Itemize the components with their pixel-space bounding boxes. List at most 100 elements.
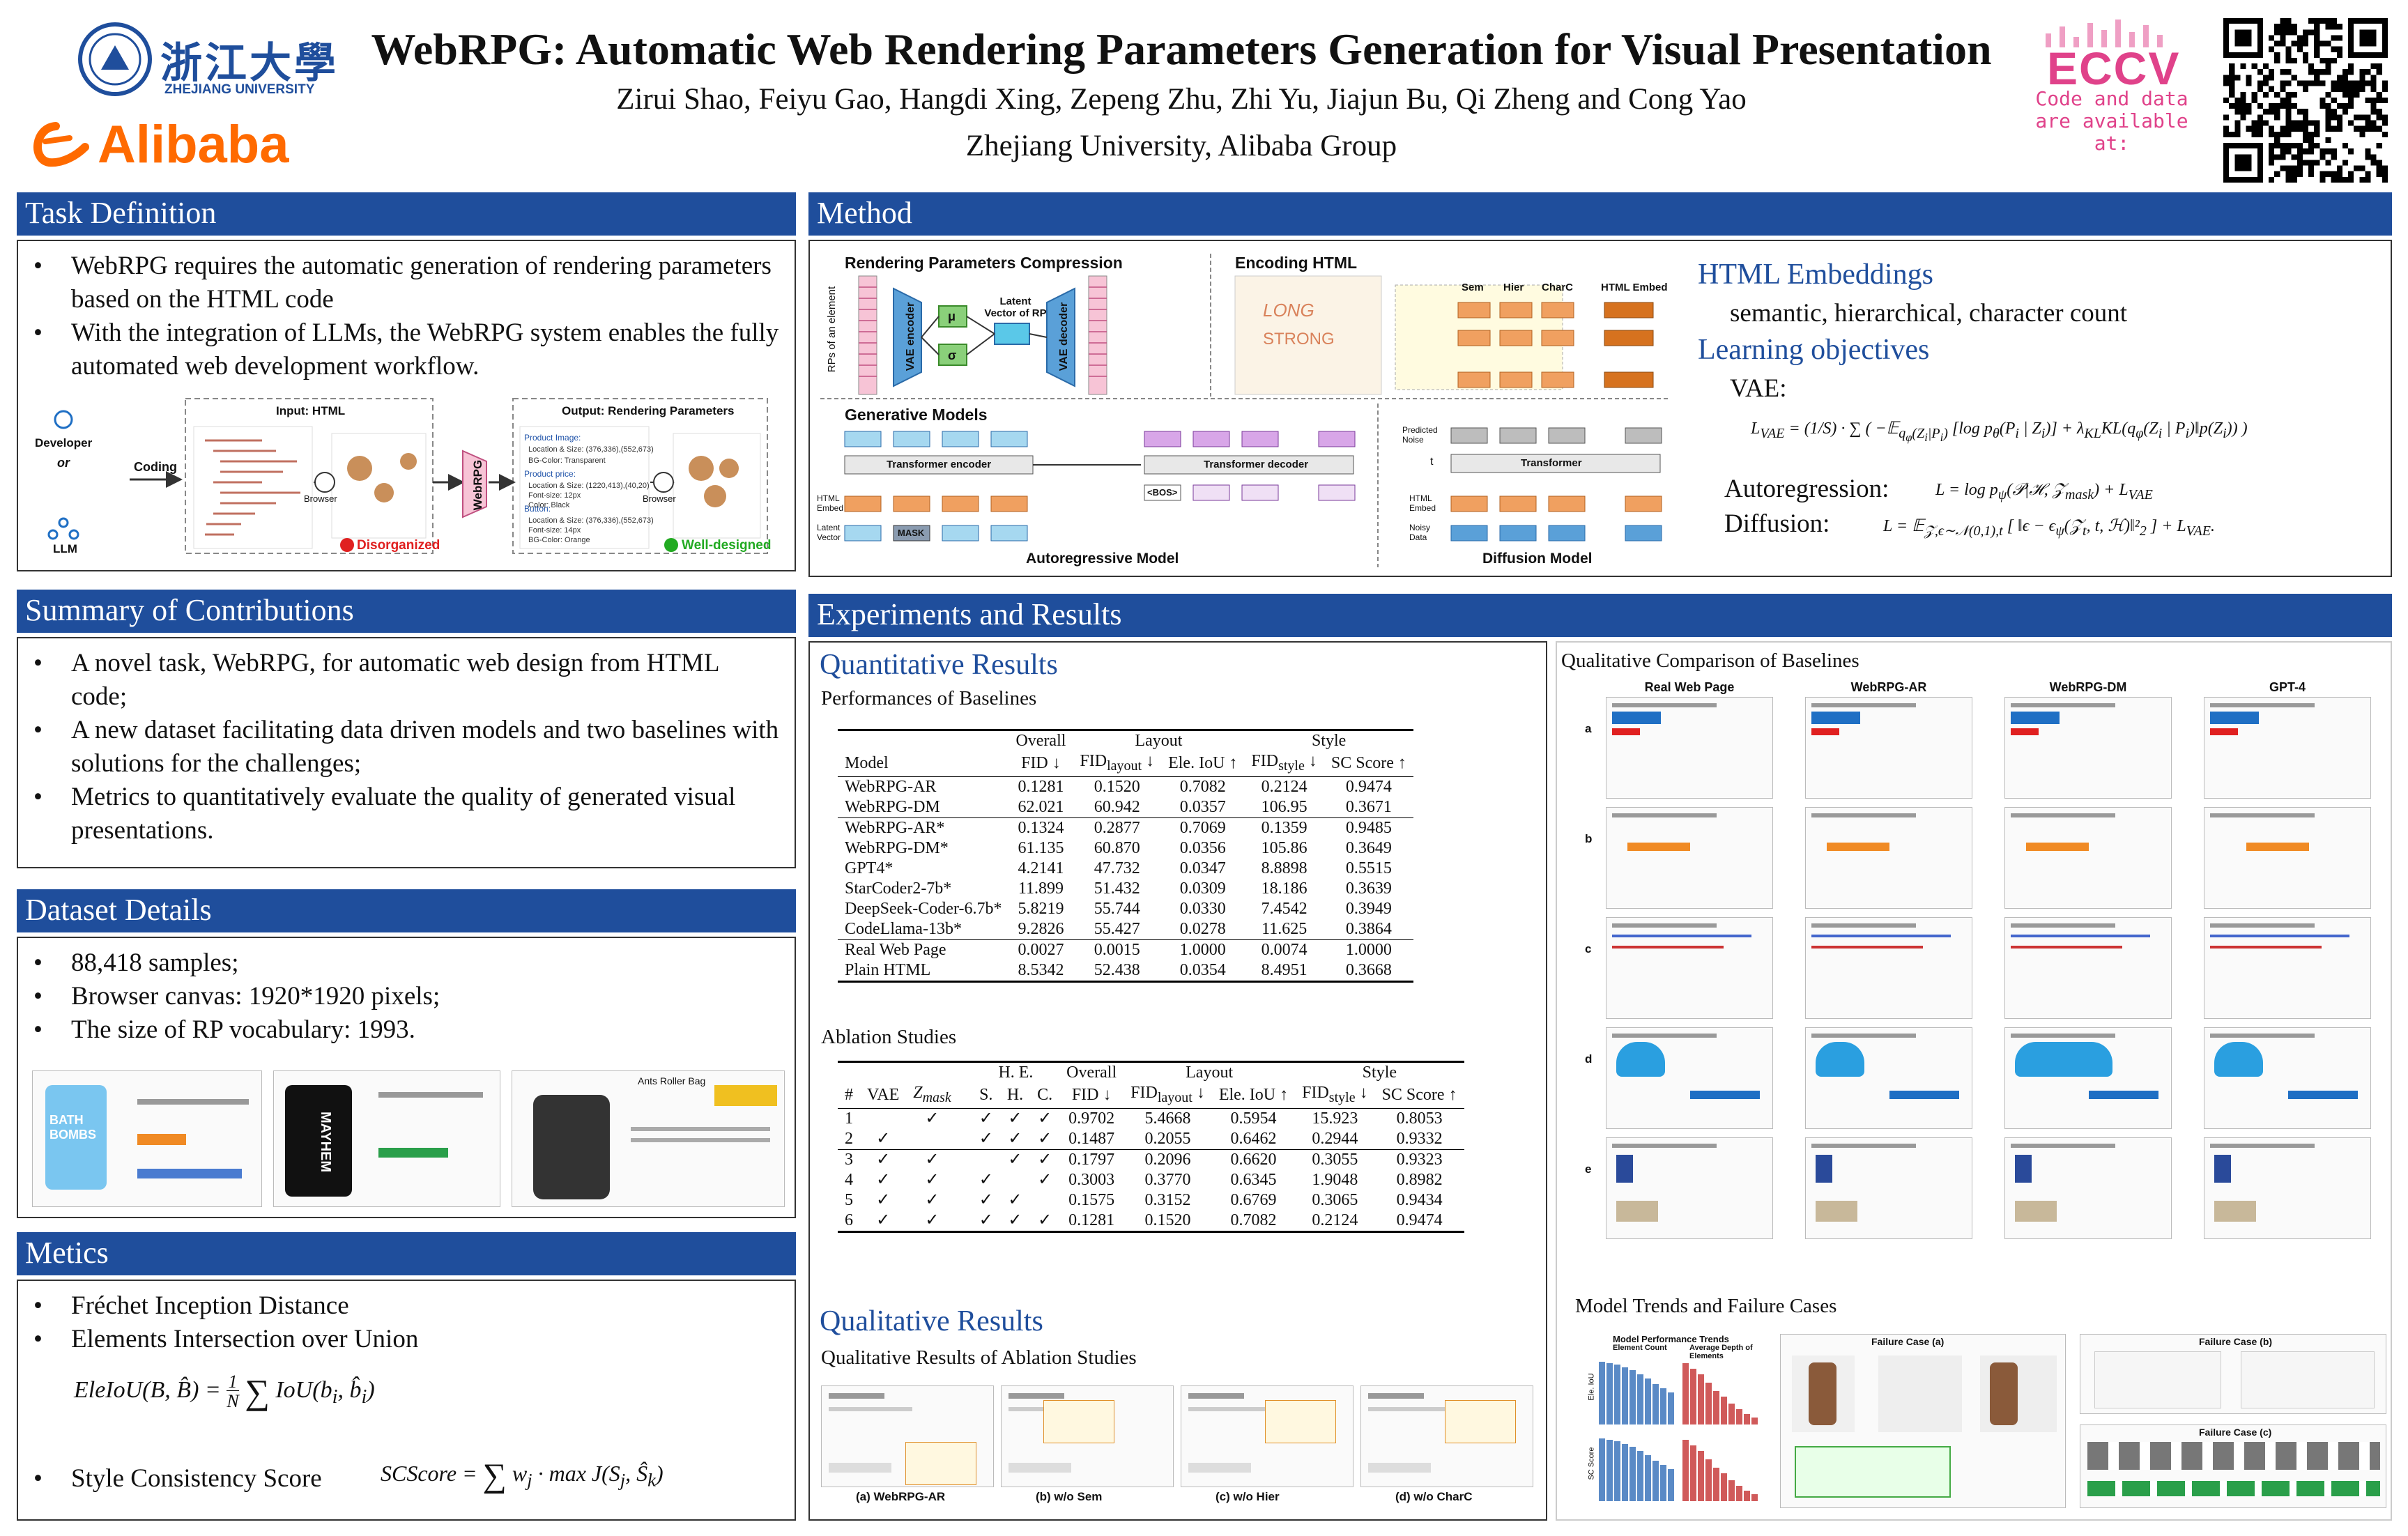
cmp-thumbnail [2004, 917, 2172, 1019]
scscore-formula: SCScore = ∑ wj · max J(Sj, Ŝk) [381, 1457, 664, 1494]
svg-text:Font-size: 12px: Font-size: 12px [528, 491, 581, 500]
col-header: S. [979, 1086, 993, 1105]
cmp-row-label: a [1585, 722, 1592, 735]
value-cell: 0.2877 [1073, 817, 1162, 838]
trend-bar [1682, 1440, 1689, 1501]
svg-text:BG-Color: Orange: BG-Color: Orange [528, 536, 590, 544]
trend-bar [1660, 1388, 1666, 1424]
trend-bar [1705, 1459, 1712, 1501]
html-embed-label: HTML Embed [817, 493, 844, 513]
trend-bar [1736, 1486, 1742, 1501]
value-cell: 0.9474 [1374, 1210, 1464, 1233]
svg-text:BG-Color: Transparent: BG-Color: Transparent [528, 456, 606, 465]
flag-cell: ✓ [972, 1107, 1000, 1129]
cmp-thumbnail [2004, 697, 2172, 799]
ablation-thumbnail [1360, 1385, 1533, 1487]
cmp-row-label: d [1585, 1052, 1593, 1066]
t-label: t [1430, 456, 1434, 468]
value-cell: 0.1520 [1124, 1210, 1212, 1233]
value-cell: 0.0309 [1179, 879, 1226, 898]
value-cell: 0.3770 [1144, 1170, 1191, 1189]
trend-bar [1645, 1455, 1651, 1501]
flag-cell [860, 1107, 907, 1129]
vae-formula: LVAE = (1/S) · ∑ ( −𝔼qφ(Zi|Pi) [log pθ(P… [1751, 420, 2248, 444]
trend-bar [1622, 1444, 1628, 1501]
value-cell: 1.0000 [1324, 939, 1413, 960]
eccv-wordmark: ECCV [2047, 43, 2181, 94]
browser-label: Browser [304, 493, 337, 504]
flag-cell: ✓ [860, 1210, 907, 1233]
dataset-heading: Dataset Details [17, 889, 796, 932]
mask-label: MASK [898, 528, 925, 538]
value-cell: 0.2944 [1312, 1129, 1358, 1148]
flag-cell: ✓ [979, 1129, 993, 1148]
exp-left-box: Quantitative Results Performances of Bas… [808, 641, 1547, 1521]
trend-bar [1682, 1363, 1689, 1424]
dataset-example: MAYHEM [273, 1070, 500, 1207]
trend-bar [1599, 1438, 1605, 1501]
failure-case-b: Failure Case (b) [2080, 1334, 2386, 1414]
code-note: Code and data are available at: [2035, 87, 2188, 155]
cmp-thumbnail [1805, 807, 1972, 909]
well-designed-label: Well-designed [682, 538, 772, 553]
value-cell: 0.2055 [1144, 1129, 1191, 1148]
value-cell: 18.186 [1261, 879, 1307, 898]
value-cell: 0.0354 [1161, 960, 1245, 983]
trend-bar [1698, 1451, 1704, 1501]
cmp-thumbnail [2004, 807, 2172, 909]
rpc-title: Rendering Parameters Compression [845, 254, 1123, 272]
value-cell: 0.0347 [1179, 859, 1226, 877]
t-dec-label: Transformer decoder [1204, 459, 1309, 470]
value-cell: 0.1324 [1009, 817, 1073, 838]
value-cell: 0.7082 [1161, 776, 1245, 797]
trend-bar [1660, 1465, 1666, 1501]
svg-text:Product Image:: Product Image: [524, 433, 581, 443]
qual-cmp-title: Qualitative Comparison of Baselines [1561, 650, 1859, 672]
flag-cell: ✓ [999, 1107, 1031, 1129]
value-cell: 0.5515 [1345, 859, 1392, 877]
value-cell: 0.8982 [1396, 1170, 1443, 1189]
ablation-caption: (a) WebRPG-AR [856, 1490, 946, 1503]
cmp-thumbnail [1805, 697, 1972, 799]
cmp-thumbnail [2204, 697, 2371, 799]
trend-bar [1721, 1473, 1727, 1501]
cmp-thumbnail [2204, 917, 2371, 1019]
col-group: Style [1295, 1061, 1464, 1083]
value-cell: 0.3668 [1324, 960, 1413, 983]
value-cell: 0.3649 [1345, 838, 1392, 857]
value-cell: 0.1520 [1073, 776, 1162, 797]
input-title: Input: HTML [276, 404, 346, 417]
obj-title: Learning objectives [1698, 334, 1930, 366]
contrib-bullet: A novel task, WebRPG, for automatic web … [26, 647, 779, 714]
qual-title: Qualitative Results [820, 1305, 1043, 1337]
value-cell: 0.5954 [1211, 1107, 1296, 1129]
cmp-col-header: GPT-4 [2269, 680, 2306, 694]
metrics-bullet: Fréchet Inception Distance [26, 1289, 779, 1323]
model-cell: WebRPG-DM* [845, 838, 949, 857]
trend-bar [1705, 1383, 1712, 1424]
value-cell: 0.3003 [1068, 1170, 1115, 1189]
flag-cell: ✓ [972, 1210, 1000, 1233]
qr-code[interactable] [2223, 18, 2388, 183]
trend-bar [1751, 1418, 1758, 1424]
flag-cell: ✓ [999, 1149, 1031, 1170]
value-cell: 0.9485 [1324, 817, 1413, 838]
svg-text:STRONG: STRONG [1263, 330, 1335, 348]
ar-model-label: Autoregressive Model [1026, 551, 1179, 567]
cmp-thumbnail [1606, 697, 1773, 799]
trend-bar [1599, 1362, 1605, 1424]
method-heading: Method [808, 192, 2392, 236]
metrics-bullets: Fréchet Inception Distance Elements Inte… [26, 1289, 779, 1356]
value-cell: 0.6462 [1230, 1129, 1277, 1148]
contrib-heading: Summary of Contributions [17, 590, 796, 633]
value-cell: 62.021 [1018, 797, 1064, 816]
cmp-thumbnail [1606, 1137, 1773, 1239]
example-text: BATH BOMBS [49, 1113, 96, 1142]
trend-bar [1652, 1461, 1659, 1501]
task-bullets: WebRPG requires the automatic generation… [26, 249, 779, 383]
trend-bar [1629, 1370, 1636, 1424]
value-cell: 0.3949 [1345, 899, 1392, 918]
